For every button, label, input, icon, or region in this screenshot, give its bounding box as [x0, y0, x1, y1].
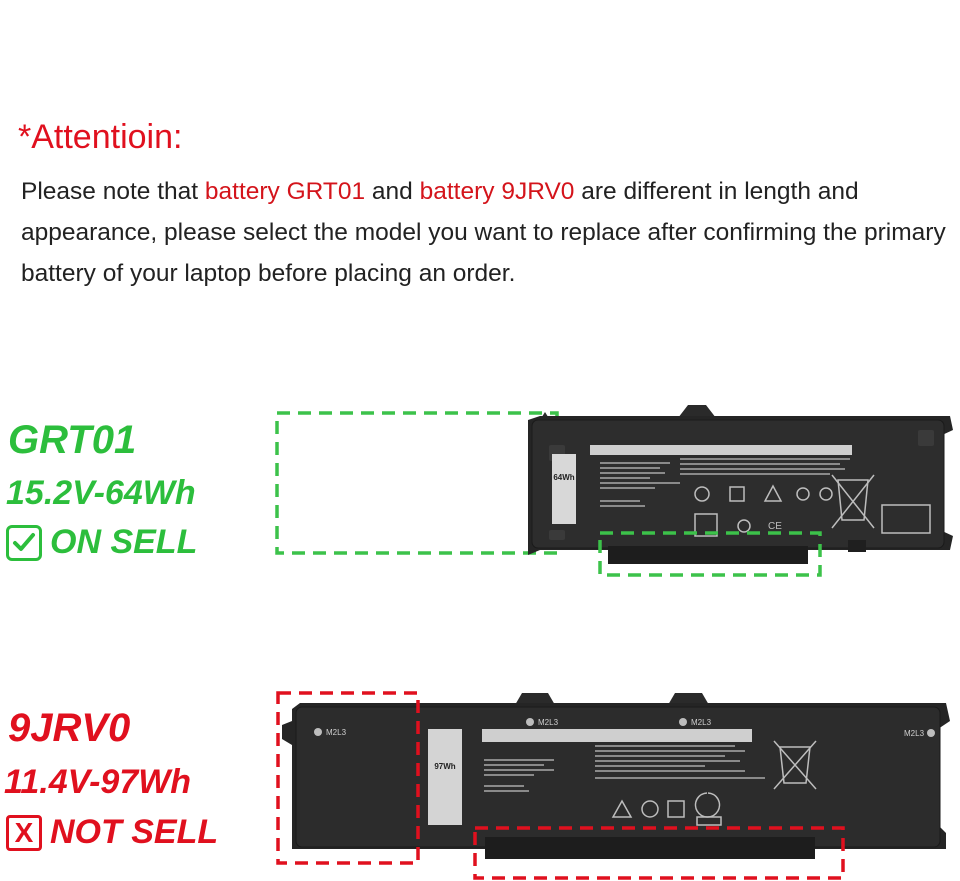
capacity-text: 64Wh	[553, 473, 574, 482]
capacity-label	[428, 729, 462, 825]
bottom-connector	[608, 546, 808, 564]
connector-label-left: M2L3	[326, 728, 347, 737]
fine-print	[600, 458, 850, 507]
ce-mark: CE	[768, 521, 782, 532]
note-text-3: are different in length and appearance, …	[21, 178, 946, 287]
connector-highlight	[473, 826, 845, 880]
check-icon	[6, 524, 42, 561]
note-text-1: Please note that	[21, 178, 205, 205]
fine-print	[484, 745, 765, 792]
length-difference-outline	[275, 411, 559, 555]
note-text-2: and	[365, 178, 420, 205]
9jrv0-model-name: 9JRV0	[8, 706, 131, 750]
grt01-model-name: GRT01	[8, 418, 137, 462]
safety-symbols	[694, 474, 931, 537]
9jrv0-status: X NOT SELL	[6, 813, 218, 852]
grt01-spec: 15.2V-64Wh	[6, 474, 196, 512]
note-model-9jrv0: battery 9JRV0	[419, 178, 575, 205]
connector-label-center-right: M2L3	[691, 718, 712, 727]
grt01-battery-image: 64Wh CE	[275, 405, 953, 577]
capacity-label	[552, 454, 576, 524]
x-icon: X	[6, 814, 42, 851]
9jrv0-status-label: NOT SELL	[50, 813, 219, 851]
note-model-grt01: battery GRT01	[204, 178, 366, 205]
9jrv0-spec: 11.4V-97Wh	[4, 763, 192, 801]
connector-highlight	[598, 531, 822, 577]
connector-label-center-left: M2L3	[538, 718, 559, 727]
connector-label-right: M2L3	[904, 729, 925, 738]
grt01-status-label: ON SELL	[50, 523, 198, 561]
attention-note: Please note that battery GRT01 and batte…	[21, 171, 951, 294]
bottom-connector	[485, 837, 815, 859]
grt01-status: ON SELL	[6, 523, 197, 562]
length-difference-highlight	[276, 691, 420, 865]
capacity-text: 97Wh	[434, 762, 455, 771]
safety-symbols	[611, 740, 817, 826]
9jrv0-battery-image: M2L3 M2L3 M2L3 M2L3 97Wh	[276, 691, 950, 880]
attention-title: *Attentioin:	[18, 118, 183, 156]
